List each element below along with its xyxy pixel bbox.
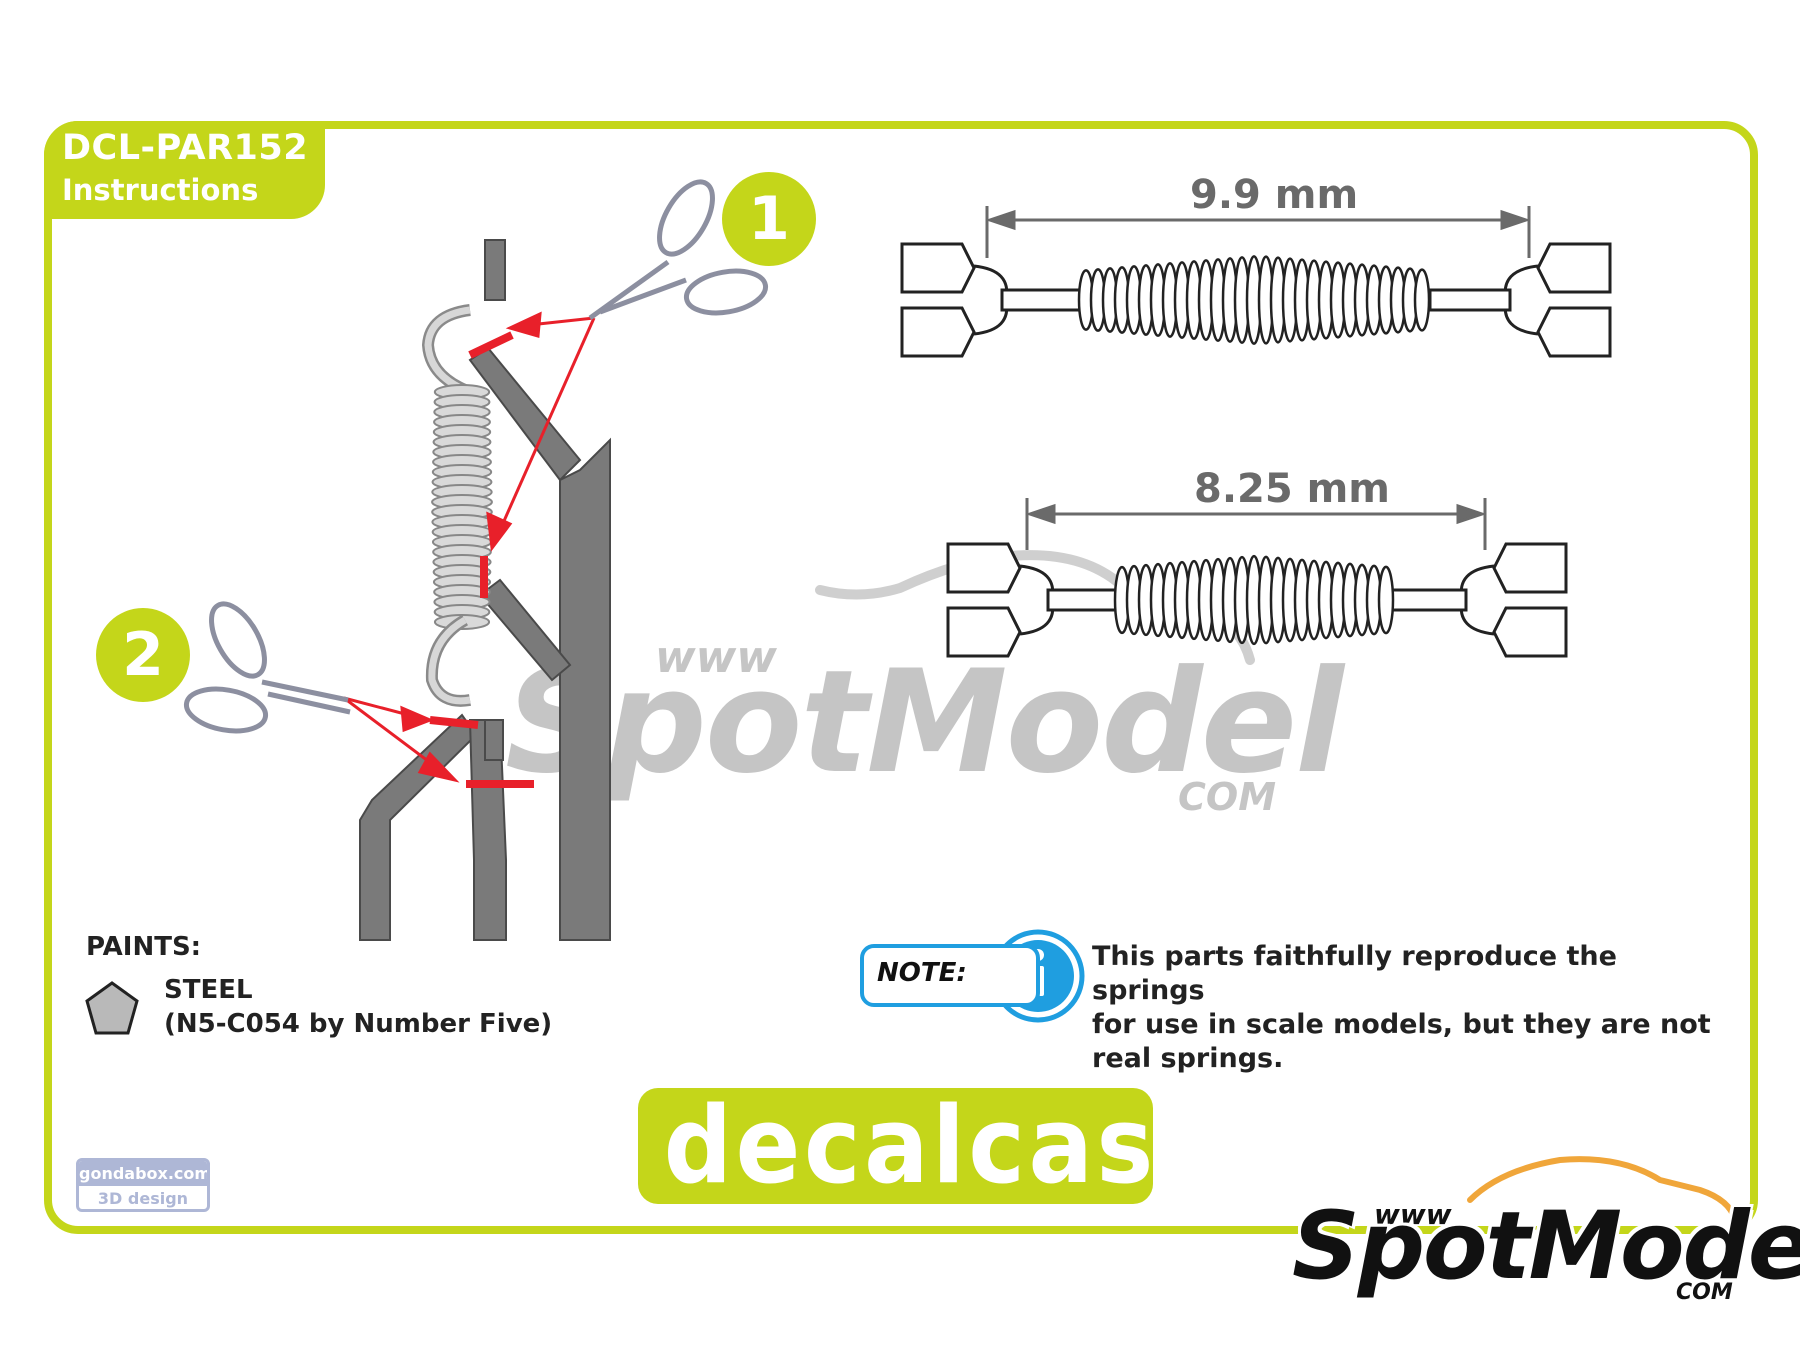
note-badge [860, 944, 1040, 1007]
sheet-frame [44, 121, 1758, 1234]
paint-name: STEEL [164, 975, 253, 1005]
step-2-badge: 2 [96, 608, 190, 702]
wire [1428, 288, 1512, 312]
scissors-icon [588, 179, 769, 321]
step-1-badge: 1 [722, 172, 816, 266]
gondabox-site: gondabox.com [79, 1161, 207, 1186]
end-cap [946, 606, 1022, 658]
end-cap [900, 242, 976, 294]
decalcas-logo-text: decalcas [663, 1084, 1157, 1207]
paints-title: PAINTS: [86, 932, 202, 962]
wire [1046, 588, 1124, 612]
header-subtitle: Instructions [62, 173, 259, 207]
cut-marks [429, 331, 534, 788]
watermark-www: www [655, 632, 777, 683]
decalcas-logo [638, 1088, 1153, 1204]
note-line: This parts faithfully reproduce the spri… [1092, 941, 1617, 1006]
header-tab [44, 121, 325, 219]
coil [1377, 565, 1395, 635]
spring [421, 304, 493, 707]
gondabox-badge: gondabox.com 3D design [76, 1158, 210, 1212]
watermark-com: COM [1178, 775, 1277, 819]
coil [1413, 268, 1431, 332]
product-code: DCL-PAR152 [62, 128, 309, 168]
scissors-icon [183, 601, 351, 734]
gondabox-caption: 3D design [97, 1189, 189, 1208]
note-line: for use in scale models, but they are no… [1092, 1009, 1711, 1040]
spring-part-bottom [946, 542, 1568, 658]
end-cap [1492, 542, 1568, 594]
dimension-label-bottom: 8.25 mm [1194, 466, 1390, 512]
spring-part-top [900, 242, 1612, 358]
sprue-parts [359, 239, 611, 941]
wire [1386, 588, 1468, 612]
end-cap [900, 306, 976, 358]
note-label: NOTE: [877, 958, 967, 988]
wire [1000, 288, 1088, 312]
note-line: real springs. [1092, 1043, 1284, 1074]
end-cap [1536, 306, 1612, 358]
end-cap [1536, 242, 1612, 294]
dimension-lines [985, 206, 1531, 550]
end-cap [1492, 606, 1568, 658]
cut-arrows [343, 311, 596, 783]
watermark-www-corner: www [1374, 1198, 1452, 1231]
end-cap [946, 542, 1022, 594]
watermark-name: SpotModel [505, 640, 1344, 805]
paint-reference: (N5-C054 by Number Five) [164, 1009, 553, 1039]
watermark-name-corner: SpotModel [1292, 1192, 1800, 1301]
dimension-label-top: 9.9 mm [1190, 172, 1359, 218]
pentagon-icon [85, 981, 139, 1035]
note-text: This parts faithfully reproduce the spri… [1092, 940, 1732, 1076]
watermark-com-corner: COM [1676, 1280, 1733, 1305]
